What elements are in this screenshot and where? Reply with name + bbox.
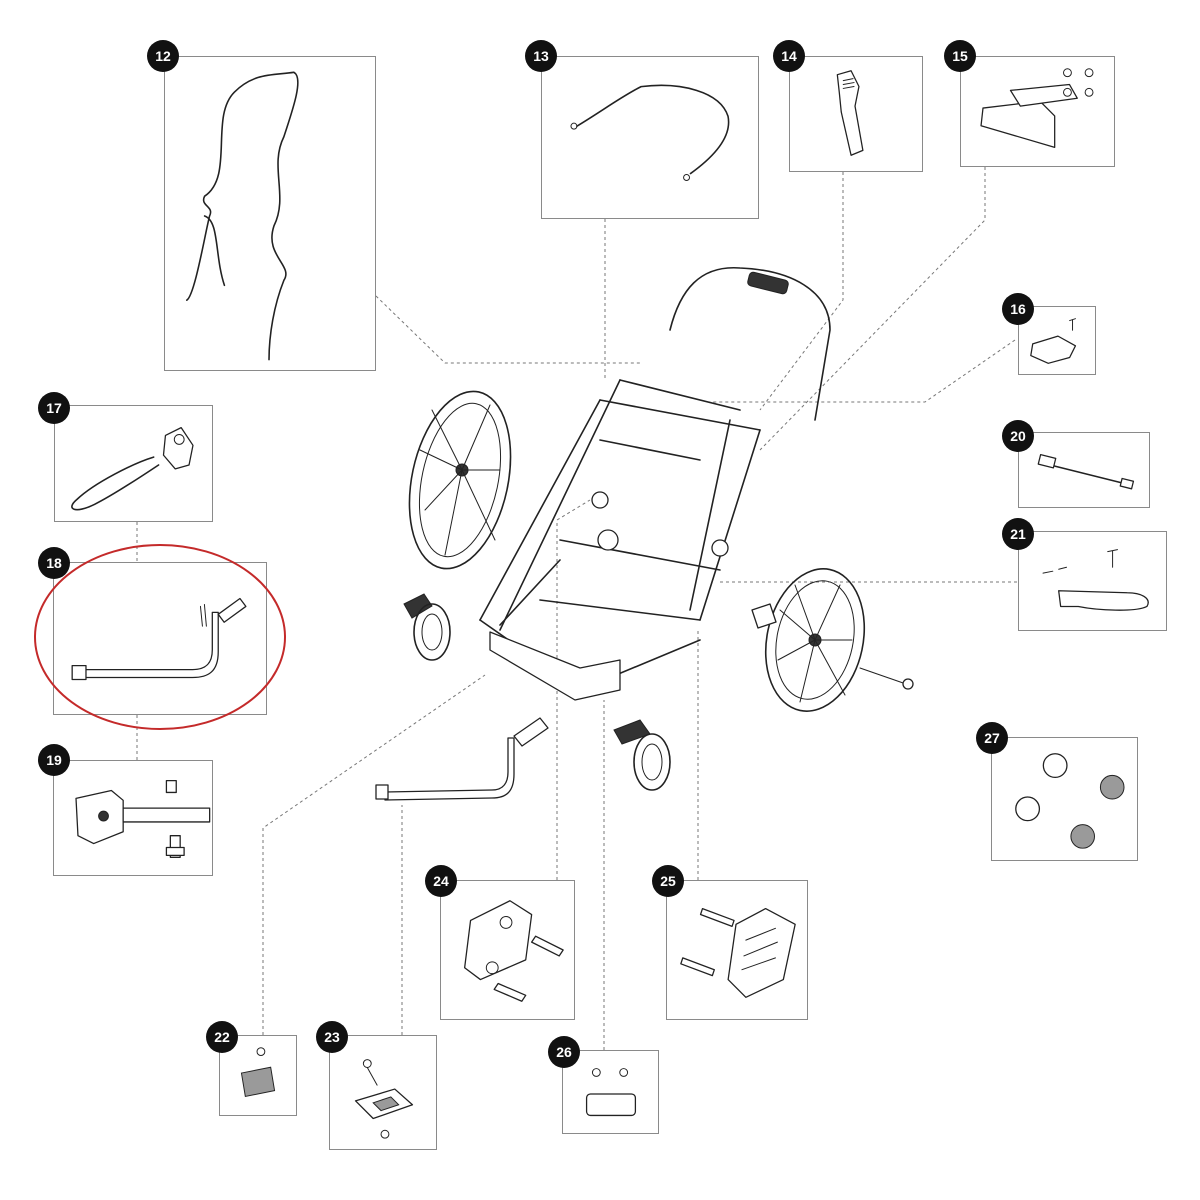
handlebar — [669, 267, 831, 421]
brake-block-illustration — [680, 907, 796, 998]
cap-illustration — [240, 1047, 276, 1098]
part-box-15[interactable] — [960, 56, 1115, 167]
part-box-20[interactable] — [1018, 432, 1150, 508]
part-number-badge: 21 — [1002, 518, 1034, 550]
part-number-badge: 27 — [976, 722, 1008, 754]
part-number-badge: 16 — [1002, 293, 1034, 325]
part-number-badge: 15 — [944, 40, 976, 72]
part-box-25[interactable] — [666, 880, 808, 1020]
plate-screws-illustration — [980, 68, 1094, 148]
wheel-left — [408, 390, 512, 570]
leader-line-12 — [375, 295, 640, 364]
part-box-27[interactable] — [991, 737, 1138, 861]
part-number-badge: 13 — [525, 40, 557, 72]
mount-plate-illustration — [464, 900, 564, 1002]
hitch-coupler-illustration — [75, 780, 211, 858]
part-number-badge: 18 — [38, 547, 70, 579]
end-caps-illustration — [1015, 753, 1125, 849]
strap-buckle-illustration — [836, 70, 864, 156]
part-box-13[interactable] — [541, 56, 759, 219]
clip-illustration — [1030, 318, 1077, 364]
leader-line-24 — [556, 499, 591, 880]
part-number-badge: 19 — [38, 744, 70, 776]
leader-line-16 — [705, 339, 1016, 403]
part-number-badge: 14 — [773, 40, 805, 72]
part-number-badge: 22 — [206, 1021, 238, 1053]
part-box-14[interactable] — [789, 56, 923, 172]
part-number-badge: 24 — [425, 865, 457, 897]
part-box-26[interactable] — [562, 1050, 659, 1134]
leader-line-22 — [262, 674, 486, 1035]
cable-illustration — [570, 84, 730, 181]
wheel-right — [751, 568, 914, 712]
handlebar-grip — [747, 271, 789, 295]
part-number-badge: 23 — [316, 1021, 348, 1053]
brake-lever-illustration — [1042, 549, 1149, 611]
swivel-wheel-left — [403, 593, 451, 661]
part-box-19[interactable] — [53, 760, 213, 876]
part-box-18[interactable] — [53, 562, 267, 715]
bolt-bracket-illustration — [354, 1059, 414, 1139]
rod-pin-illustration — [1037, 453, 1135, 490]
part-number-badge: 12 — [147, 40, 179, 72]
part-box-23[interactable] — [329, 1035, 437, 1150]
part-number-badge: 25 — [652, 865, 684, 897]
swivel-wheel-right — [613, 719, 671, 791]
part-number-badge: 20 — [1002, 420, 1034, 452]
reflector-illustration — [585, 1068, 637, 1117]
tow-arm-illustration — [71, 597, 247, 681]
part-box-12[interactable] — [164, 56, 376, 371]
frame-wire-illustration — [186, 71, 299, 361]
highlight-ring-18 — [34, 544, 286, 730]
part-box-21[interactable] — [1018, 531, 1167, 631]
part-number-badge: 17 — [38, 392, 70, 424]
tow-arm-exploded — [375, 717, 549, 801]
lanyard-bracket-illustration — [71, 426, 194, 511]
part-number-badge: 26 — [548, 1036, 580, 1068]
part-box-17[interactable] — [54, 405, 213, 522]
leader-line-14 — [759, 172, 844, 411]
part-box-24[interactable] — [440, 880, 575, 1020]
